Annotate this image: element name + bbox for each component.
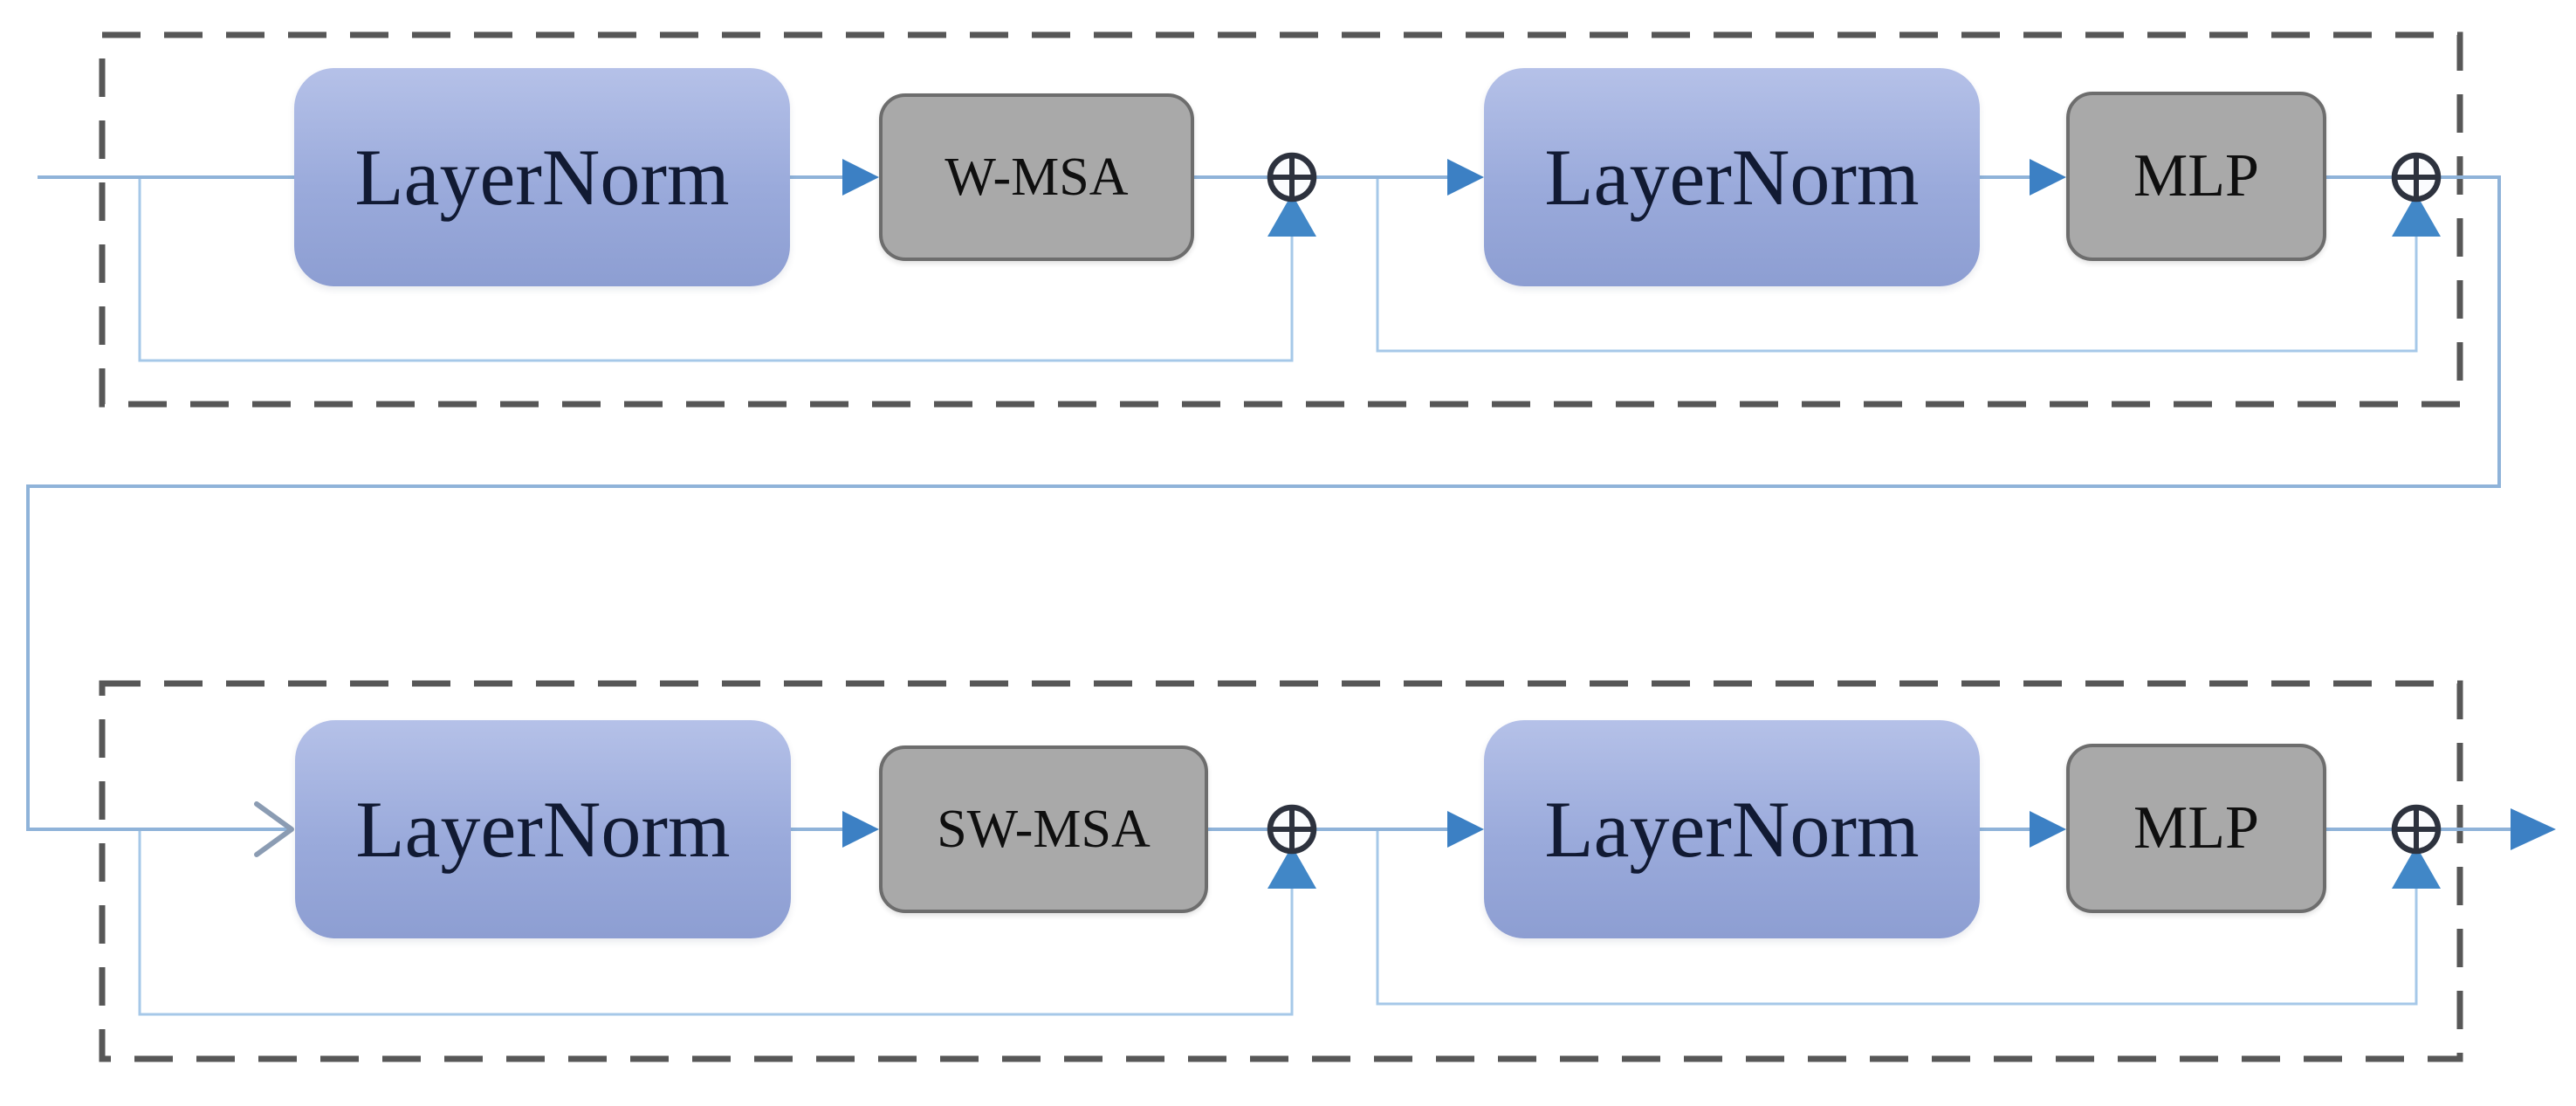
arrowhead-into-mlp2: [2030, 811, 2066, 848]
arrowhead-into-swmsa: [842, 811, 879, 848]
arrowhead-up-into-sum-3: [1267, 846, 1316, 889]
arrowhead-up-into-sum-1: [1267, 194, 1316, 237]
node-sw-msa-label: SW-MSA: [937, 799, 1151, 859]
residual-line-3: [138, 829, 1294, 1016]
dashed-border-block-2: [99, 680, 2463, 1062]
node-layernorm-3-label: LayerNorm: [355, 785, 731, 874]
node-mlp-1-label: MLP: [2133, 142, 2259, 210]
arrowhead-into-wmsa: [842, 159, 879, 196]
node-w-msa-label: W-MSA: [945, 147, 1129, 207]
node-mlp-2-label: MLP: [2133, 794, 2259, 862]
arrowhead-into-ln4: [1447, 811, 1484, 848]
node-layernorm-4: LayerNorm: [1484, 720, 1980, 938]
chevron-arrow-into-ln3: [254, 801, 294, 857]
circled-plus-icon-4: [2391, 804, 2442, 855]
node-mlp-2: MLP: [2066, 744, 2326, 913]
output-arrowhead: [2511, 808, 2556, 850]
node-sw-msa: SW-MSA: [879, 745, 1208, 913]
node-layernorm-2-label: LayerNorm: [1544, 133, 1920, 222]
dashed-border-block-1: [99, 31, 2463, 408]
arrowhead-into-ln2: [1447, 159, 1484, 196]
arrowhead-up-into-sum-4: [2392, 846, 2441, 889]
arrowhead-up-into-sum-2: [2392, 194, 2441, 237]
node-layernorm-1: LayerNorm: [294, 68, 790, 286]
arrowhead-into-mlp1: [2030, 159, 2066, 196]
residual-line-4: [1376, 829, 2418, 1006]
residual-line-1: [138, 177, 1294, 362]
circled-plus-icon-1: [1267, 152, 1317, 203]
flow-mlp1-to-connector: [26, 175, 2501, 831]
node-layernorm-3: LayerNorm: [295, 720, 791, 938]
circled-plus-icon-3: [1267, 804, 1317, 855]
residual-line-2: [1376, 177, 2418, 353]
node-mlp-1: MLP: [2066, 92, 2326, 261]
node-w-msa: W-MSA: [879, 93, 1194, 261]
node-layernorm-4-label: LayerNorm: [1544, 785, 1920, 874]
circled-plus-icon-2: [2391, 152, 2442, 203]
node-layernorm-2: LayerNorm: [1484, 68, 1980, 286]
node-layernorm-1-label: LayerNorm: [354, 133, 730, 222]
